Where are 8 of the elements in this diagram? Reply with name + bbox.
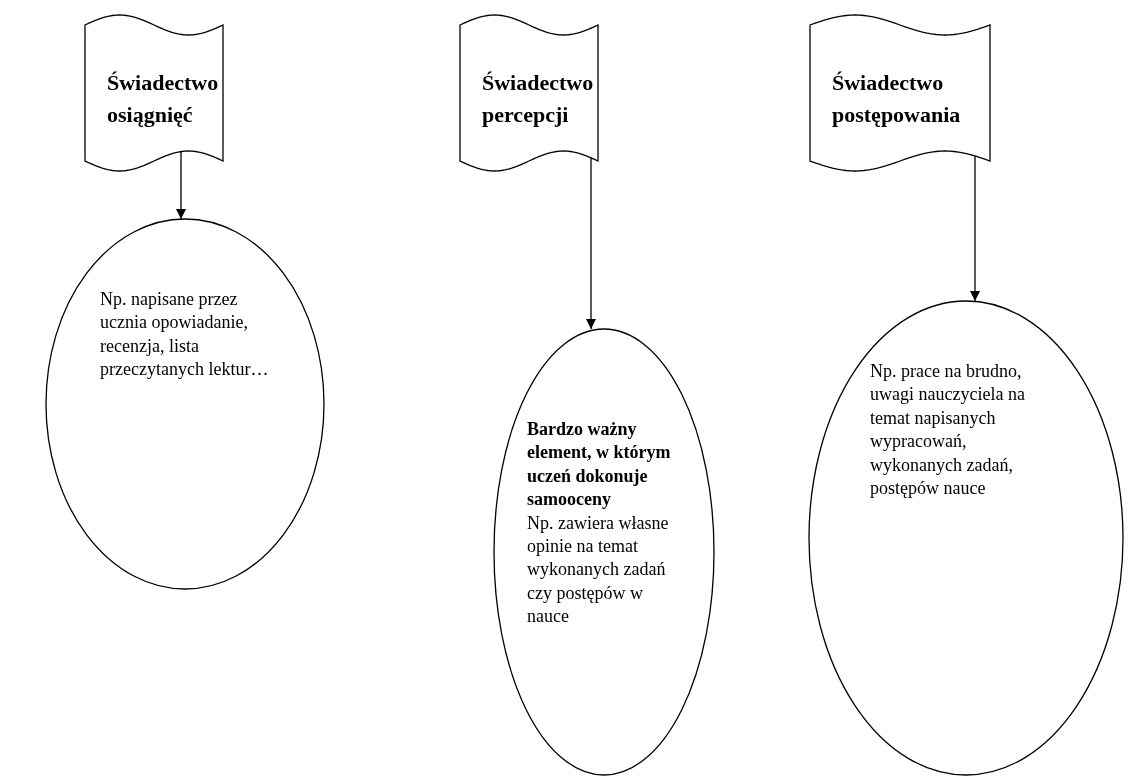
arrow (970, 155, 980, 302)
description-text: Bardzo ważny element, w którym uczeń dokonuje samooceny (527, 418, 672, 512)
description-text: Np. prace na brudno, uwagi nauczyciela na temat napisanych wypracowań, wykonanych zadań, postępów nauce (870, 360, 1026, 500)
flag-title: Świadectwo postępowania (832, 69, 962, 129)
description-text: Np. napisane przez ucznia opowiadanie, recenzja, lista przeczytanych lektur… (100, 288, 270, 382)
description-text: Np. zawiera własne opinie na temat wykonanych zadań czy postępów w nauce (527, 511, 670, 629)
arrow (586, 157, 596, 330)
arrow (176, 150, 186, 220)
